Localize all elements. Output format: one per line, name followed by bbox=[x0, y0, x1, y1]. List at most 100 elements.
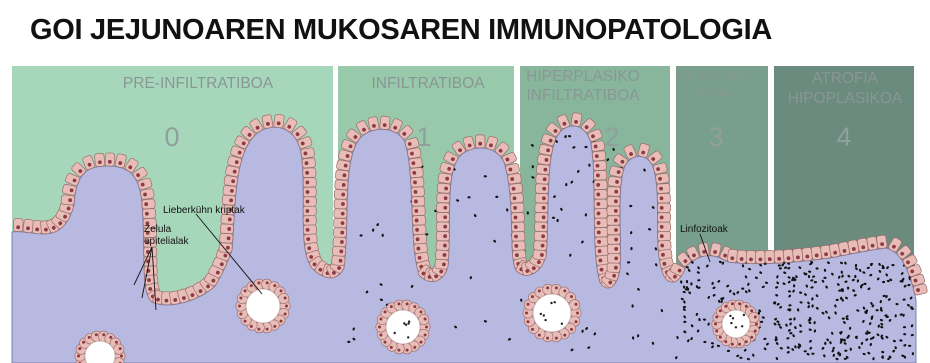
epithelial-cell-body bbox=[142, 209, 156, 219]
epithelial-cell-body bbox=[595, 237, 608, 247]
stage-label-4-line1: ATROFIA bbox=[812, 70, 879, 87]
epithelial-cell-body bbox=[511, 203, 524, 213]
epithelial-cell bbox=[409, 158, 423, 169]
crypts-annotation: Lieberkühn kriptak bbox=[163, 205, 246, 216]
epithelial-cell bbox=[273, 114, 284, 128]
epithelial-cell-body bbox=[436, 241, 449, 251]
epithelial-cell bbox=[335, 180, 349, 190]
epithelial-cell bbox=[412, 196, 425, 206]
crypt-cell-nucleus bbox=[563, 289, 566, 292]
epithelial-cell-body bbox=[335, 180, 349, 190]
epithelial-cell-body bbox=[535, 193, 548, 203]
crypt-cell-nucleus bbox=[280, 320, 283, 323]
epithelial-cell-body bbox=[411, 187, 424, 197]
crypt-cell-nucleus bbox=[88, 336, 91, 339]
epithelial-cell-body bbox=[510, 193, 524, 203]
crypt-lymphocyte bbox=[730, 322, 732, 324]
epithelial-cell-nucleus bbox=[443, 215, 447, 219]
crypt-cell-nucleus bbox=[284, 297, 287, 300]
epithelial-cell bbox=[607, 244, 620, 253]
epithelial-cell bbox=[412, 206, 425, 216]
epithelial-cell-body bbox=[792, 248, 803, 262]
crypt-cross-section bbox=[523, 284, 581, 342]
epithelial-cell bbox=[876, 235, 887, 249]
epithelial-cell-body bbox=[413, 225, 426, 235]
epithelial-cell bbox=[510, 193, 524, 203]
epithelial-cell bbox=[594, 190, 607, 200]
epithelial-cell bbox=[334, 199, 347, 209]
crypt-cell-nucleus bbox=[724, 305, 727, 308]
epithelial-cell bbox=[220, 233, 234, 243]
epithelial-cell-body bbox=[302, 158, 316, 168]
epithelial-cell-body bbox=[657, 183, 671, 193]
epithelial-cell-body bbox=[746, 251, 756, 264]
crypt-cell-nucleus bbox=[413, 346, 416, 349]
epithelial-cell bbox=[657, 203, 670, 212]
crypt-cell-nucleus bbox=[538, 289, 541, 292]
epithelial-cell-body bbox=[411, 177, 425, 187]
crypt-cross-section bbox=[712, 300, 760, 348]
epithelial-cell-body bbox=[511, 222, 524, 232]
stage-label-3-line1: SUNTSITZAILE bbox=[675, 71, 749, 83]
crypt-cell-nucleus bbox=[724, 340, 727, 343]
epithelial-cell bbox=[333, 237, 346, 247]
epithelial-cell-body bbox=[303, 187, 316, 196]
epithelial-cell bbox=[334, 209, 347, 219]
epithelial-cell bbox=[657, 213, 670, 222]
crypt-cell-nucleus bbox=[239, 313, 242, 316]
epithelial-cell-body bbox=[607, 196, 620, 206]
crypt-cell-nucleus bbox=[563, 334, 566, 337]
crypt-cell-nucleus bbox=[273, 325, 276, 328]
epithelial-cell-body bbox=[591, 140, 605, 151]
epithelial-cell bbox=[594, 199, 607, 209]
crypt-lymphocyte bbox=[561, 323, 563, 325]
crypt-cell-nucleus bbox=[420, 310, 423, 313]
crypt-lymphocyte bbox=[403, 322, 405, 324]
crypt-cell-nucleus bbox=[390, 305, 393, 308]
epithelial-cell-nucleus bbox=[614, 209, 618, 213]
epithelial-cell-body bbox=[607, 235, 620, 245]
epithelial-cell-body bbox=[533, 249, 547, 260]
epithelial-cell bbox=[535, 203, 548, 213]
epithelial-cell-nucleus bbox=[165, 299, 169, 303]
epithelial-cell bbox=[607, 216, 620, 226]
crypt-cell-nucleus bbox=[257, 328, 260, 331]
epithelial-cell-body bbox=[334, 209, 347, 219]
epithelial-cell-body bbox=[223, 185, 237, 196]
epithelial-cell bbox=[607, 186, 621, 196]
epithelial-cell-body bbox=[437, 193, 450, 203]
crypt-cell-nucleus bbox=[745, 340, 748, 343]
epithelial-cell-nucleus bbox=[306, 190, 310, 194]
epithelial-cell bbox=[262, 114, 274, 129]
crypt-cell bbox=[114, 344, 124, 354]
lymphocyte bbox=[908, 345, 911, 347]
epithelial-cell bbox=[105, 153, 115, 166]
epithelial-cell-body bbox=[380, 116, 391, 130]
epithelial-cell-nucleus bbox=[758, 257, 762, 261]
crypt-cell-nucleus bbox=[244, 320, 247, 323]
epithelial-cell-body bbox=[435, 250, 448, 260]
epithelial-cell-body bbox=[332, 246, 346, 256]
epithelial-cell bbox=[774, 250, 784, 264]
epithelial-cell bbox=[436, 241, 449, 251]
epithelial-cell-nucleus bbox=[660, 225, 664, 229]
epithelial-cell bbox=[303, 168, 316, 178]
crypt-cell-nucleus bbox=[738, 343, 741, 346]
epithelial-cell bbox=[144, 266, 157, 276]
epithelial-cell bbox=[727, 249, 738, 263]
epithelial-cell-body bbox=[594, 218, 607, 228]
epithelial-cell bbox=[607, 263, 620, 273]
epithelial-cell bbox=[437, 193, 450, 203]
epithelial-cell bbox=[537, 154, 551, 165]
epithelial-cell-body bbox=[655, 173, 669, 184]
lymphocyte bbox=[632, 304, 634, 307]
epithelial-cell bbox=[594, 218, 607, 228]
epithelial-cell-body bbox=[222, 195, 236, 205]
epithelial-cell bbox=[783, 249, 793, 263]
epithelial-cell-body bbox=[727, 249, 738, 263]
epithelial-cell-body bbox=[273, 114, 284, 128]
epithelial-cell-body bbox=[512, 241, 525, 251]
crypt-cell-nucleus bbox=[531, 295, 534, 298]
epithelial-cell-body bbox=[509, 183, 523, 194]
crypt-cell-nucleus bbox=[379, 334, 382, 337]
